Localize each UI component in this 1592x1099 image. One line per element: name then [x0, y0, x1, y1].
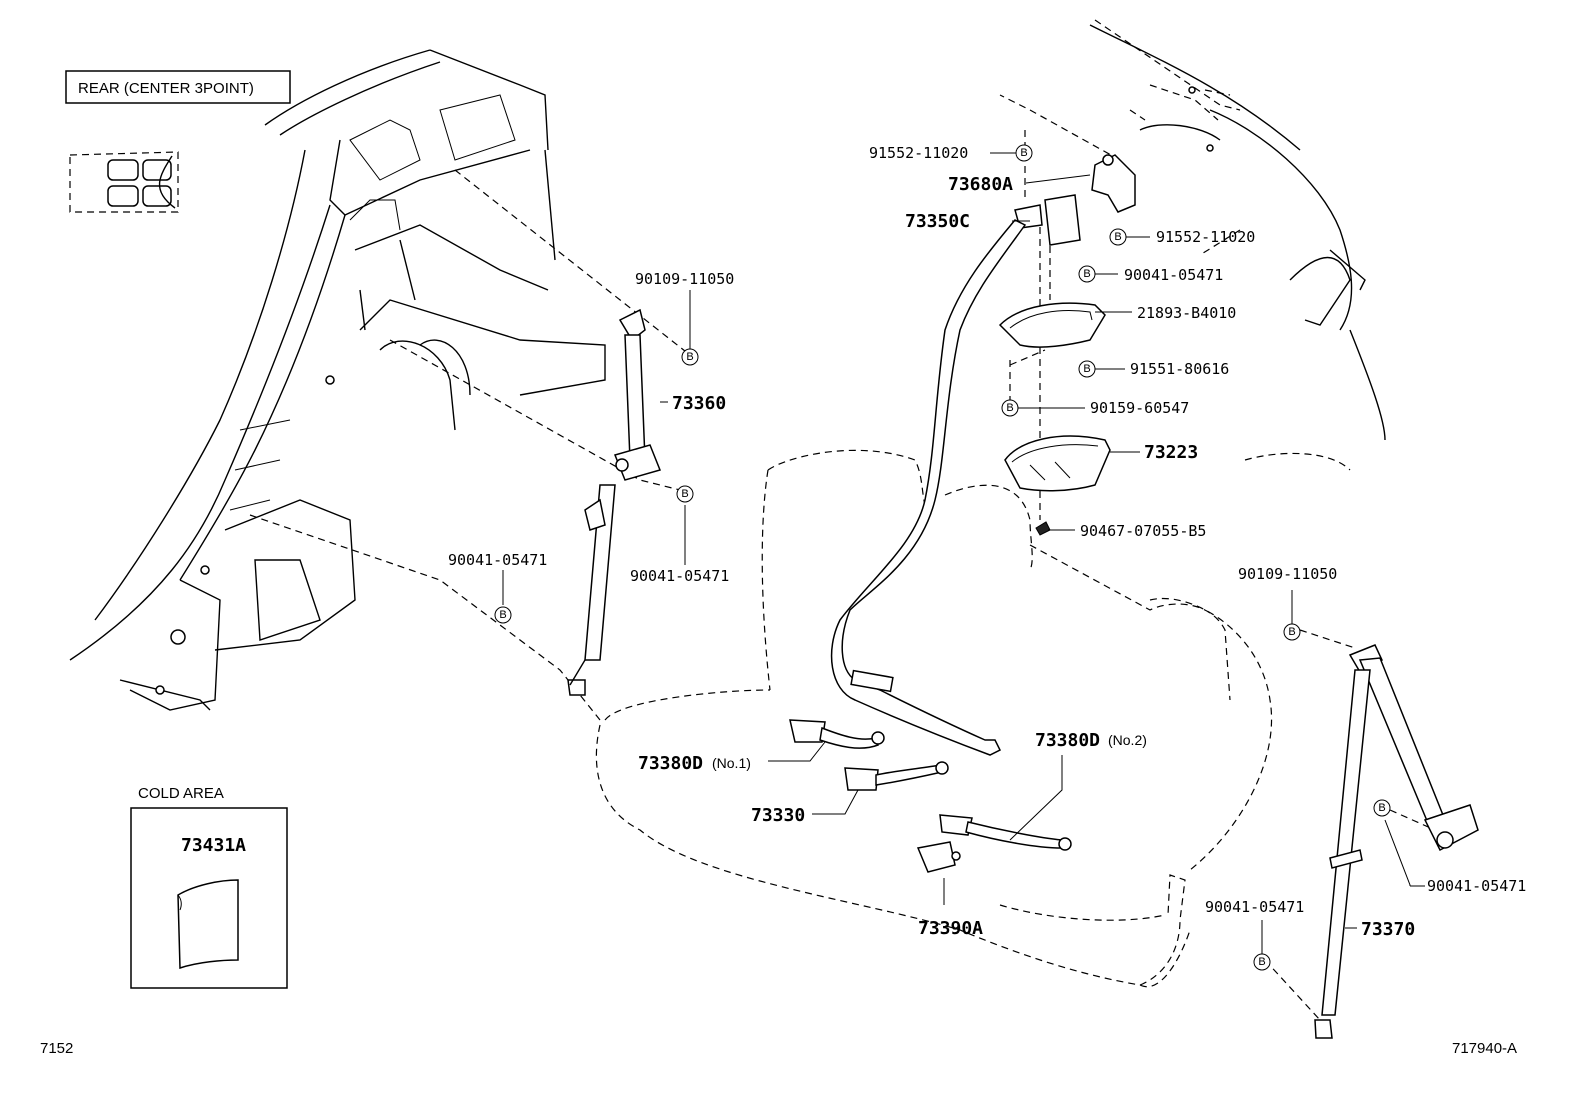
part-label: 90467-07055-B5: [1080, 522, 1206, 540]
part-label: 91552-11020: [1156, 228, 1255, 246]
svg-text:B: B: [1083, 268, 1090, 280]
bolt-marker-icon: B: [1078, 360, 1096, 378]
footer-right: 717940-A: [1452, 1040, 1517, 1057]
bolt-marker-icon: B: [1078, 265, 1096, 283]
cold-area-pad-icon: [177, 879, 239, 970]
part-label: 90041-05471: [630, 567, 729, 585]
header-box: REAR (CENTER 3POINT): [65, 70, 291, 104]
svg-text:B: B: [1288, 626, 1295, 638]
part-label: 90041-05471: [448, 551, 547, 569]
bolt-marker-icon: B: [1109, 228, 1127, 246]
bolt-marker-icon: B: [494, 606, 512, 624]
part-label: 91551-80616: [1130, 360, 1229, 378]
part-label: 90041-05471: [1205, 898, 1304, 916]
part-label: 91552-11020: [869, 144, 968, 162]
bolt-marker-icon: B: [1373, 799, 1391, 817]
part-label: 90041-05471: [1124, 266, 1223, 284]
part-label: 73380D: [1035, 730, 1100, 751]
cold-area-box: COLD AREA: [130, 785, 288, 989]
buckle-cover-73390A: [916, 841, 961, 873]
bolt-marker-icon: B: [1001, 399, 1019, 417]
part-label: 73330: [751, 805, 805, 826]
part-labels: 91552-11020 73680A 73350C 91552-11020 90…: [181, 144, 1526, 940]
cover-21893-B4010: [998, 302, 1106, 348]
svg-text:B: B: [681, 488, 688, 500]
part-label: 73350C: [905, 211, 970, 232]
seat-belt-73360: [567, 308, 662, 696]
bolt-marker-icon: B: [1283, 623, 1301, 641]
svg-text:B: B: [686, 351, 693, 363]
bolt-marker-icon: B: [681, 348, 699, 366]
buckle-73380D-no1: [789, 719, 885, 749]
part-label: 90109-11050: [1238, 565, 1337, 583]
vehicle-body-panel: [69, 49, 606, 711]
part-label: 90041-05471: [1427, 877, 1526, 895]
leader-lines: [249, 130, 1436, 1021]
seat-belt-73370: [1314, 644, 1479, 1039]
svg-text:B: B: [1020, 147, 1027, 159]
part-label: 73360: [672, 393, 726, 414]
cover-73223: [1004, 435, 1111, 492]
seat-layout-icon: [69, 151, 179, 213]
footer-left: 7152: [40, 1040, 73, 1057]
part-label: 90109-11050: [635, 270, 734, 288]
header-label: REAR (CENTER 3POINT): [78, 80, 254, 97]
part-label-sub: (No.2): [1108, 732, 1147, 748]
svg-text:B: B: [1114, 231, 1121, 243]
part-label-sub: (No.1): [712, 755, 751, 771]
vehicle-roof-panel: [999, 19, 1386, 471]
seat-belt-73350C: [830, 194, 1081, 756]
anchor-bracket-73680A: [1091, 86, 1214, 213]
bolt-marker-icon: B: [1253, 953, 1271, 971]
svg-text:B: B: [499, 609, 506, 621]
svg-text:B: B: [1378, 802, 1385, 814]
buckle-73330: [844, 761, 949, 791]
bolt-marker-icon: B: [1015, 144, 1033, 162]
svg-text:B: B: [1258, 956, 1265, 968]
label-leaders: [660, 152, 1425, 929]
part-label: 73223: [1144, 442, 1198, 463]
part-label: 73431A: [181, 835, 246, 856]
svg-text:B: B: [1083, 363, 1090, 375]
cold-area-label: COLD AREA: [138, 785, 224, 802]
svg-text:B: B: [1006, 402, 1013, 414]
part-label: 73370: [1361, 919, 1415, 940]
part-label: 90159-60547: [1090, 399, 1189, 417]
screw-90467: [1035, 521, 1051, 536]
part-label: 73380D: [638, 753, 703, 774]
bolt-marker-icon: B: [676, 485, 694, 503]
rear-seat-outline: [595, 449, 1273, 988]
buckle-73380D-no2: [939, 814, 1072, 851]
part-label: 73680A: [948, 174, 1013, 195]
part-label: 21893-B4010: [1137, 304, 1236, 322]
part-label: 73390A: [918, 918, 983, 939]
